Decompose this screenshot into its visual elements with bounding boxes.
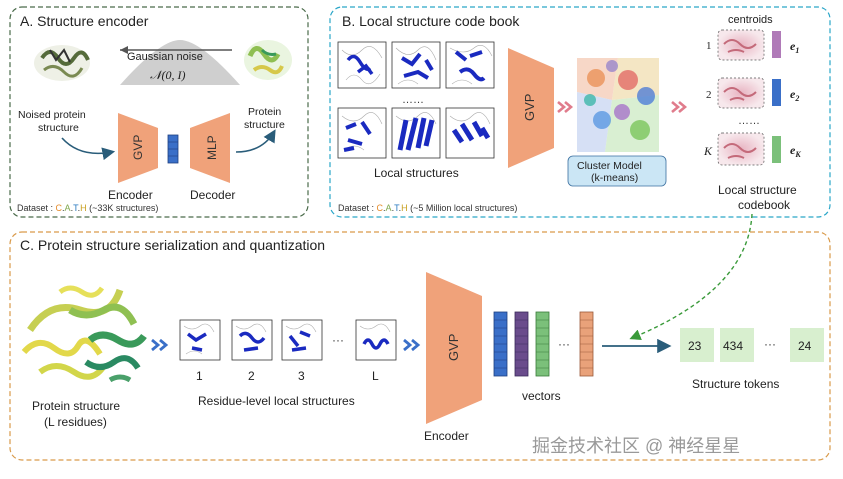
panel-a-title: A. Structure encoder bbox=[20, 13, 149, 29]
codebook-label-2: codebook bbox=[738, 198, 791, 212]
gaussian-noise-label: Gaussian noise bbox=[127, 51, 203, 63]
protein-arrow bbox=[235, 129, 276, 153]
centroid-dots: …… bbox=[738, 115, 760, 127]
gaussian-noise-hill bbox=[120, 40, 240, 85]
panel-c-gvp-trapezoid bbox=[426, 272, 482, 424]
centroids-label: centroids bbox=[728, 14, 773, 26]
tokens-label: Structure tokens bbox=[692, 377, 779, 391]
panel-b-title: B. Local structure code book bbox=[342, 13, 520, 29]
panel-a-encoder-trapezoid bbox=[118, 113, 158, 183]
residue-index-2: 2 bbox=[248, 369, 255, 383]
code-bar-k bbox=[772, 136, 781, 163]
noised-arrow bbox=[61, 137, 116, 161]
vectors-ellipsis: ··· bbox=[558, 337, 570, 351]
protein-structure-icon bbox=[21, 285, 147, 383]
code-1: e1 bbox=[790, 39, 799, 55]
noise-formula: 𝒩(0, I) bbox=[150, 68, 185, 82]
noised-label-2: structure bbox=[38, 122, 79, 134]
cluster-model-box bbox=[567, 155, 667, 187]
panel-c-gvp-block: GVP bbox=[446, 334, 461, 361]
clean-protein-icon bbox=[244, 40, 292, 80]
codebook-lookup-arrow bbox=[629, 213, 753, 340]
panel-c-arrow-2-icon bbox=[403, 338, 421, 352]
panel-b-frame bbox=[329, 6, 831, 218]
panel-c-title: C. Protein structure serialization and q… bbox=[20, 237, 325, 253]
cluster-label-1: Cluster Model bbox=[577, 160, 642, 172]
panel-b-gvp-block: GVP bbox=[522, 94, 537, 121]
token-2: 434 bbox=[723, 339, 743, 353]
noised-protein-icon bbox=[34, 45, 90, 81]
panel-c-encoder-label: Encoder bbox=[424, 429, 469, 443]
vectors-group bbox=[493, 311, 594, 377]
cluster-label-2: (k-means) bbox=[591, 172, 638, 184]
cluster-scatter bbox=[577, 58, 659, 152]
code-k: eK bbox=[790, 143, 801, 159]
panel-c-protein-label-1: Protein structure bbox=[32, 399, 120, 413]
residue-index-3: 3 bbox=[298, 369, 305, 383]
token-box-1 bbox=[680, 328, 714, 362]
panel-b-arrow-1-icon bbox=[557, 101, 574, 113]
local-structures-label: Local structures bbox=[374, 166, 459, 180]
panel-a-encoder-block: GVP bbox=[131, 135, 145, 160]
noised-label-1: Noised protein bbox=[18, 109, 86, 121]
panel-c-arrow-1-icon bbox=[151, 338, 169, 352]
centroid-index-1: 1 bbox=[706, 40, 712, 52]
panel-a-decoder-trapezoid bbox=[190, 113, 230, 183]
token-box-3 bbox=[790, 328, 824, 362]
panel-a-protein-label-1: Protein bbox=[248, 106, 281, 118]
code-bar-2 bbox=[772, 79, 781, 106]
code-2: e2 bbox=[790, 87, 799, 103]
panel-b-dataset: Dataset : C.A.T.H (~5 Million local stru… bbox=[338, 203, 517, 213]
panel-a-frame bbox=[9, 6, 309, 218]
panel-a-decoder-label: Decoder bbox=[190, 188, 235, 202]
panel-c-protein-label-2: (L residues) bbox=[44, 415, 107, 429]
residue-index-l: L bbox=[372, 369, 379, 383]
panel-a-protein-label-2: structure bbox=[244, 119, 285, 131]
panel-a-decoder-block: MLP bbox=[205, 135, 219, 160]
residue-label: Residue-level local structures bbox=[198, 394, 355, 408]
token-box-2 bbox=[720, 328, 754, 362]
centroid-index-k: K bbox=[703, 144, 713, 158]
tokens-ellipsis: ··· bbox=[764, 337, 776, 351]
token-3: 24 bbox=[798, 339, 812, 353]
vectors-label: vectors bbox=[522, 389, 561, 403]
token-1: 23 bbox=[688, 339, 702, 353]
residue-ellipsis: ··· bbox=[332, 333, 344, 347]
panel-a-dataset: Dataset : C.A.T.H (~33K structures) bbox=[17, 203, 158, 213]
panel-b-arrow-2-icon bbox=[671, 101, 688, 113]
centroid-index-2: 2 bbox=[706, 89, 712, 101]
watermark: 掘金技术社区 @ 神经星星 bbox=[532, 436, 740, 456]
panel-b-ellipsis: …… bbox=[402, 94, 424, 106]
residue-index-1: 1 bbox=[196, 369, 203, 383]
residue-thumbnails bbox=[179, 319, 397, 361]
code-bar-1 bbox=[772, 31, 781, 58]
panel-a-encoder-label: Encoder bbox=[108, 188, 153, 202]
codebook-label-1: Local structure bbox=[718, 183, 797, 197]
local-structures-grid bbox=[337, 41, 495, 159]
panel-c-frame bbox=[9, 231, 831, 461]
panel-b-gvp-trapezoid bbox=[508, 48, 554, 168]
